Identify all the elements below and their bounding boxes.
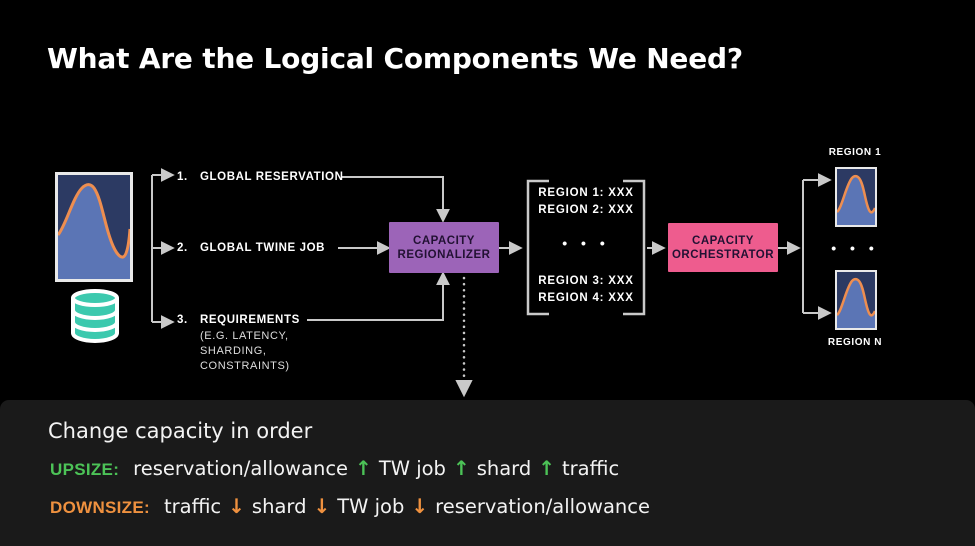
box-label-line: CAPACITY: [413, 234, 475, 247]
upsize-step: traffic: [562, 457, 620, 480]
downsize-label: DOWNSIZE:: [50, 498, 150, 517]
upsize-label: UPSIZE:: [50, 460, 120, 479]
input-item-global-twine-job: 2. GLOBAL TWINE JOB: [177, 241, 325, 255]
input-item-global-reservation: 1. GLOBAL RESERVATION: [177, 170, 344, 184]
ellipsis-dots-icon: • • •: [831, 240, 879, 256]
down-arrow-icon: ↓: [313, 494, 331, 518]
down-arrow-icon: ↓: [411, 494, 429, 518]
capacity-orchestrator-box: CAPACITY ORCHESTRATOR: [668, 223, 778, 272]
upsize-step: reservation/allowance: [133, 457, 349, 480]
input-number: 2.: [177, 242, 188, 254]
database-icon: [66, 289, 124, 348]
input-label: GLOBAL TWINE JOB: [200, 242, 326, 254]
requirements-detail: (E.G. LATENCY, SHARDING, CONSTRAINTS): [200, 329, 290, 374]
box-label-line: CAPACITY: [692, 234, 754, 247]
downsize-step: reservation/allowance: [435, 495, 650, 518]
region-curve: [836, 174, 877, 225]
upsize-row: UPSIZE: reservation/allowance ↑ TW job ↑…: [50, 456, 619, 480]
traffic-curve-chart: [55, 172, 133, 282]
requirements-detail-line: CONSTRAINTS): [200, 360, 290, 372]
input-label: GLOBAL RESERVATION: [200, 171, 344, 183]
down-arrow-icon: ↓: [228, 494, 245, 518]
region-1-label: REGION 1: [828, 147, 882, 158]
box-label-line: REGIONALIZER: [397, 248, 491, 261]
region-list-item: REGION 1: XXX: [538, 187, 634, 199]
traffic-curve: [56, 183, 132, 279]
downsize-step: TW job: [337, 495, 405, 518]
region-1-chart: [835, 167, 877, 227]
region-list-item: REGION 3: XXX: [538, 275, 634, 287]
requirements-to-regionalizer-arrow: [307, 271, 450, 321]
requirements-detail-line: SHARDING,: [200, 345, 267, 357]
region-list-item: REGION 4: XXX: [538, 292, 634, 304]
region-n-chart: [835, 270, 877, 330]
capacity-regionalizer-box: CAPACITY REGIONALIZER: [389, 222, 499, 273]
reservation-to-regionalizer-arrow: [341, 176, 450, 223]
ellipsis-dots-icon: • • •: [562, 235, 610, 251]
slide-title: What Are the Logical Components We Need?: [47, 42, 743, 75]
input-label: REQUIREMENTS: [200, 314, 300, 326]
upsize-step: shard: [476, 457, 532, 480]
input-number: 3.: [177, 314, 188, 326]
region-curve: [836, 277, 877, 328]
up-arrow-icon: ↑: [538, 456, 555, 480]
footer-panel: Change capacity in order UPSIZE: reserva…: [0, 400, 975, 546]
input-item-requirements: 3. REQUIREMENTS: [177, 313, 300, 327]
downsize-step: shard: [251, 495, 307, 518]
region-list-item: REGION 2: XXX: [538, 204, 634, 216]
downsize-row: DOWNSIZE: traffic ↓ shard ↓ TW job ↓ res…: [50, 494, 650, 518]
upsize-step: TW job: [378, 457, 446, 480]
box-label-line: ORCHESTRATOR: [671, 248, 775, 261]
requirements-detail-line: (E.G. LATENCY,: [200, 330, 289, 342]
region-capacity-list: REGION 1: XXX REGION 2: XXX • • • REGION…: [527, 181, 645, 315]
input-number: 1.: [177, 171, 188, 183]
footer-heading: Change capacity in order: [48, 419, 313, 443]
up-arrow-icon: ↑: [452, 456, 470, 480]
downsize-step: traffic: [163, 495, 222, 518]
up-arrow-icon: ↑: [355, 456, 372, 480]
region-n-label: REGION N: [827, 337, 883, 348]
